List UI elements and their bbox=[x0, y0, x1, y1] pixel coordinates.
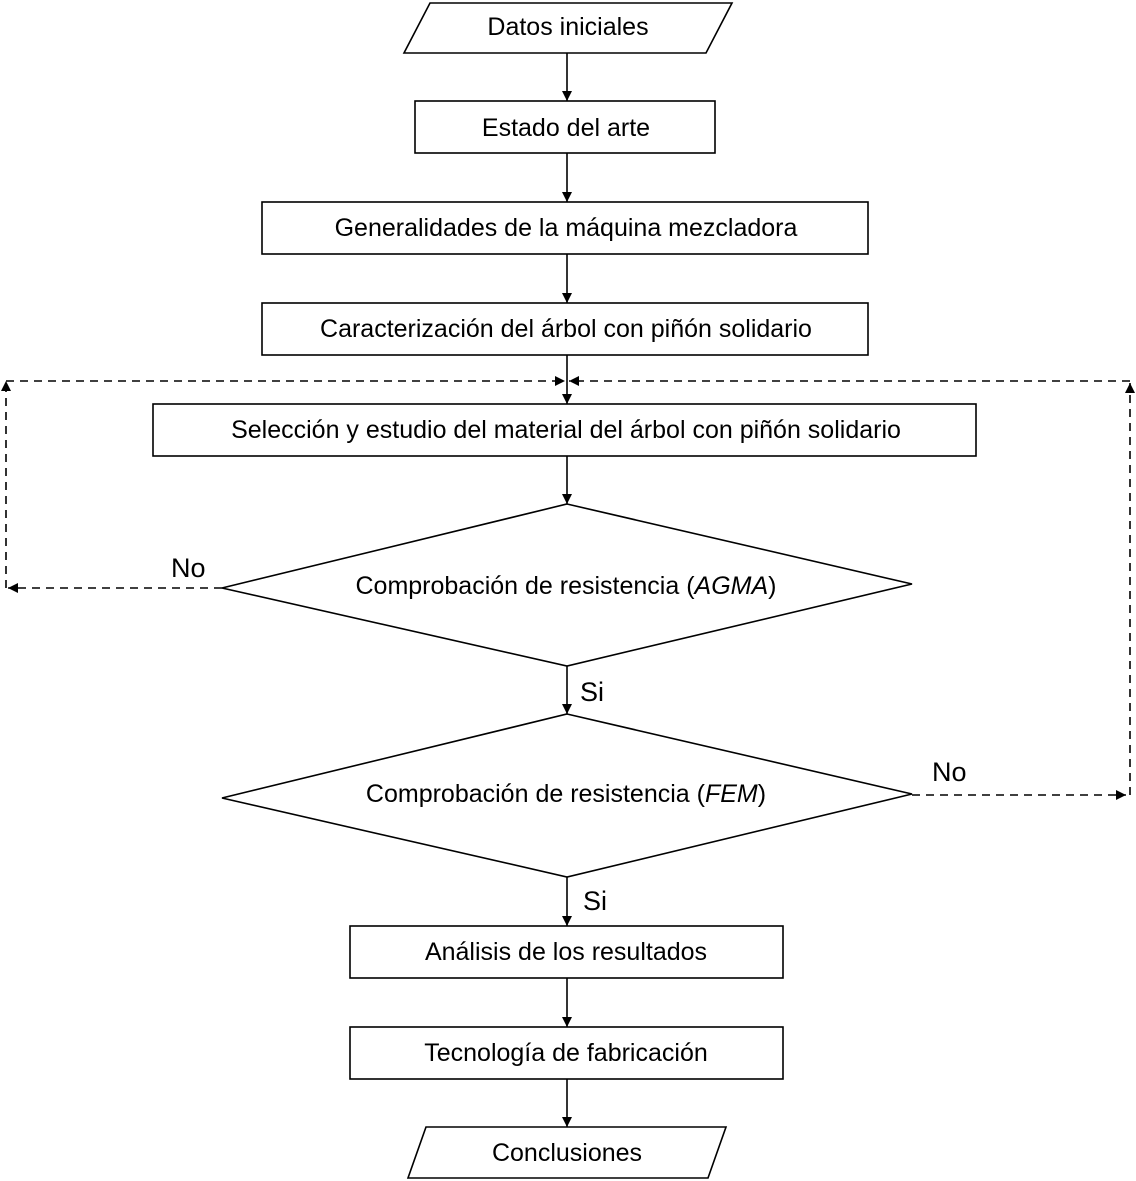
end-label: Conclusiones bbox=[492, 1139, 642, 1167]
step-label: Estado del arte bbox=[482, 114, 650, 142]
process-step-tecnologia: Tecnología de fabricación bbox=[349, 1026, 784, 1080]
no-label-agma: No bbox=[171, 553, 206, 583]
step-label: Tecnología de fabricación bbox=[424, 1039, 708, 1067]
process-step-seleccion-material: Selección y estudio del material del árb… bbox=[152, 403, 977, 457]
process-step-analisis: Análisis de los resultados bbox=[349, 925, 784, 979]
end-node: Conclusiones bbox=[406, 1126, 728, 1179]
step-label: Análisis de los resultados bbox=[425, 938, 707, 966]
process-step-caracterizacion: Caracterización del árbol con piñón soli… bbox=[261, 302, 869, 356]
decision-agma: Comprobación de resistencia (AGMA) bbox=[221, 503, 913, 667]
decision-fem-label: Comprobación de resistencia (FEM) bbox=[366, 780, 766, 808]
no-label-fem: No bbox=[932, 757, 967, 787]
step-label: Selección y estudio del material del árb… bbox=[231, 416, 901, 444]
feedback-loop-fem bbox=[569, 376, 1135, 800]
process-step-estado-arte: Estado del arte bbox=[414, 100, 716, 154]
step-label: Generalidades de la máquina mezcladora bbox=[335, 214, 798, 242]
decision-agma-label: Comprobación de resistencia (AGMA) bbox=[355, 572, 776, 600]
decision-fem: Comprobación de resistencia (FEM) bbox=[221, 713, 913, 878]
process-step-generalidades: Generalidades de la máquina mezcladora bbox=[261, 201, 869, 255]
step-label: Caracterización del árbol con piñón soli… bbox=[320, 315, 812, 343]
feedback-loop-agma bbox=[0, 376, 565, 593]
start-label: Datos iniciales bbox=[487, 13, 648, 41]
start-node: Datos iniciales bbox=[402, 2, 734, 54]
yes-label-fem: Si bbox=[583, 886, 607, 916]
yes-label-agma: Si bbox=[580, 677, 604, 707]
